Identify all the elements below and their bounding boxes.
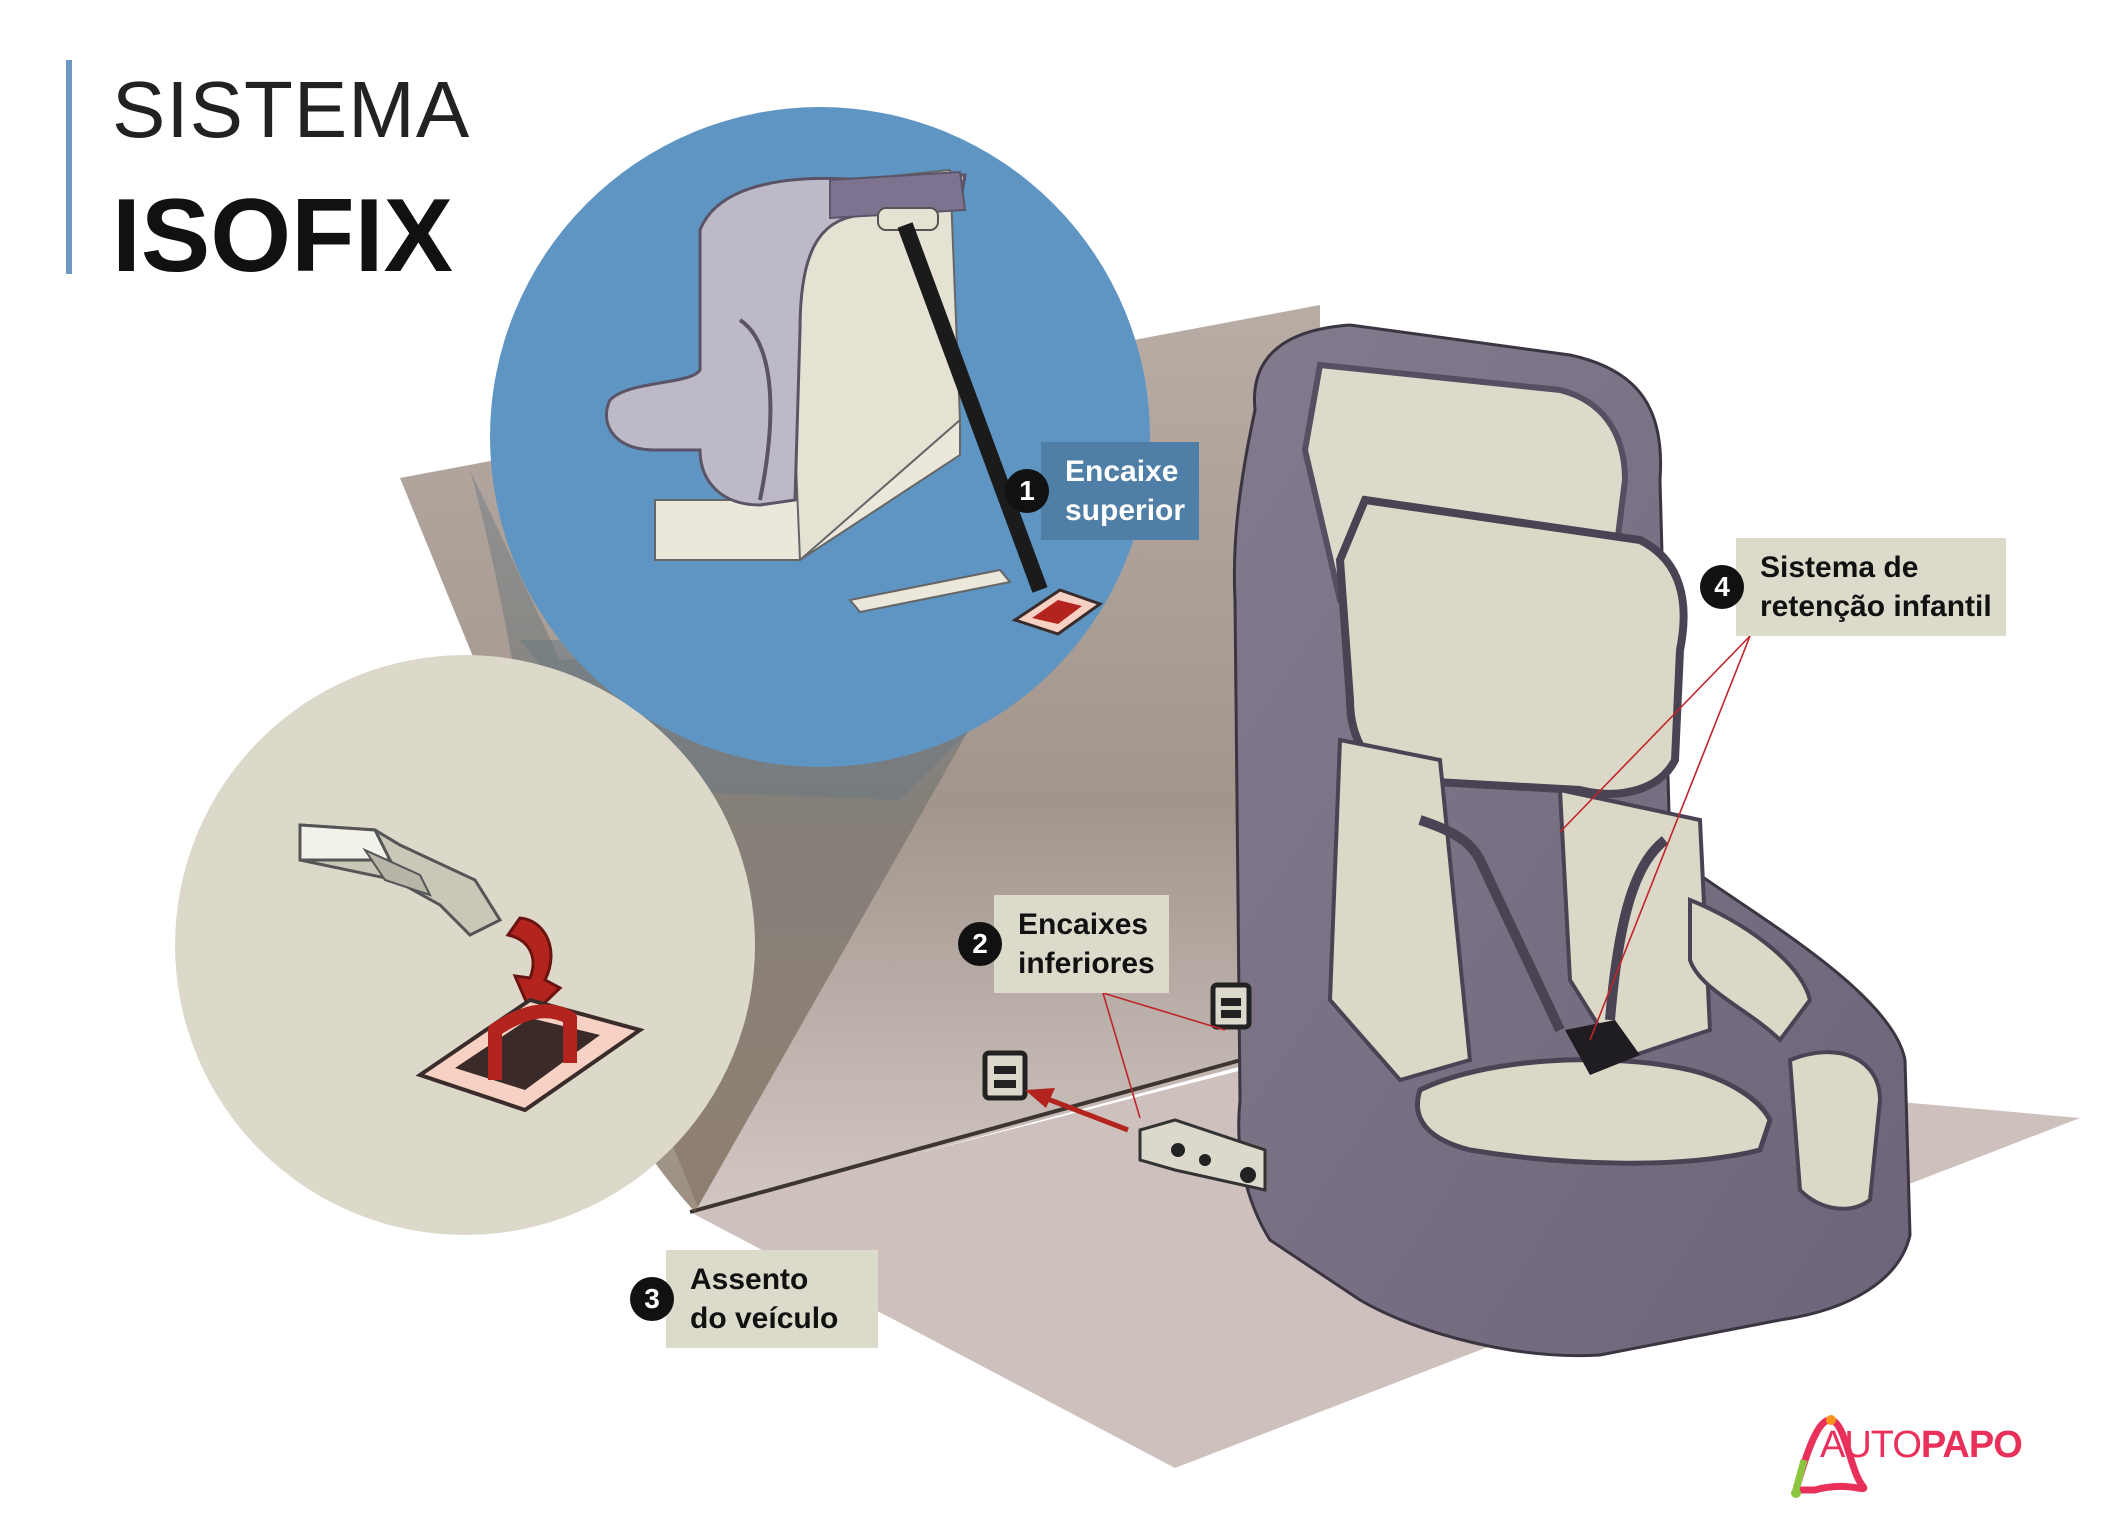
brand-name-part-2: PAPO bbox=[1920, 1424, 2023, 1466]
callout-number: 4 bbox=[1700, 565, 1744, 609]
lower-anchor-slots bbox=[982, 982, 1252, 1101]
top-tether-detail-circle bbox=[490, 107, 1150, 767]
page-title: SISTEMA ISOFIX bbox=[66, 60, 471, 288]
callout-number: 2 bbox=[958, 922, 1002, 966]
callout-number: 1 bbox=[1005, 469, 1049, 513]
callout-lower-anchors: 2 Encaixes inferiores bbox=[958, 895, 1169, 993]
callout-label-line: Encaixes bbox=[1018, 908, 1149, 941]
callout-label: Assento do veículo bbox=[666, 1250, 879, 1348]
callout-label-line: do veículo bbox=[690, 1302, 839, 1335]
callout-number: 3 bbox=[630, 1277, 674, 1321]
callout-vehicle-seat: 3 Assento do veículo bbox=[630, 1250, 879, 1348]
child-seat bbox=[1232, 323, 1912, 1358]
anchor-detail-circle bbox=[175, 655, 755, 1235]
title-line-1: SISTEMA bbox=[112, 65, 471, 154]
insert-arrow bbox=[505, 916, 563, 1018]
callout-label-line: Assento bbox=[690, 1263, 809, 1296]
callout-top-anchor: 1 Encaixe superior bbox=[1005, 442, 1200, 540]
leader-lines bbox=[1102, 635, 1751, 1119]
callout-label-line: retenção infantil bbox=[1760, 590, 1992, 623]
callout-label: Sistema de retenção infantil bbox=[1736, 538, 2006, 636]
callout-label-line: inferiores bbox=[1018, 947, 1155, 980]
callout-label-line: Encaixe bbox=[1065, 455, 1179, 488]
brand-name-part-1: AUTO bbox=[1820, 1424, 1922, 1466]
brand-name: AUTOPAPO bbox=[1820, 1424, 2023, 1467]
autopapo-logo-icon bbox=[1791, 1415, 1868, 1498]
callout-label-line: superior bbox=[1065, 494, 1186, 527]
callout-child-restraint: 4 Sistema de retenção infantil bbox=[1700, 538, 2006, 636]
brand-logo: AUTOPAPO bbox=[1808, 1424, 2023, 1467]
connector-arrow bbox=[1025, 1088, 1129, 1133]
isofix-connector bbox=[1138, 1118, 1267, 1192]
callout-label: Encaixes inferiores bbox=[994, 895, 1169, 993]
callout-label: Encaixe superior bbox=[1041, 442, 1200, 540]
callout-label-line: Sistema de bbox=[1760, 551, 1919, 584]
title-line-2: ISOFIX bbox=[112, 178, 453, 294]
